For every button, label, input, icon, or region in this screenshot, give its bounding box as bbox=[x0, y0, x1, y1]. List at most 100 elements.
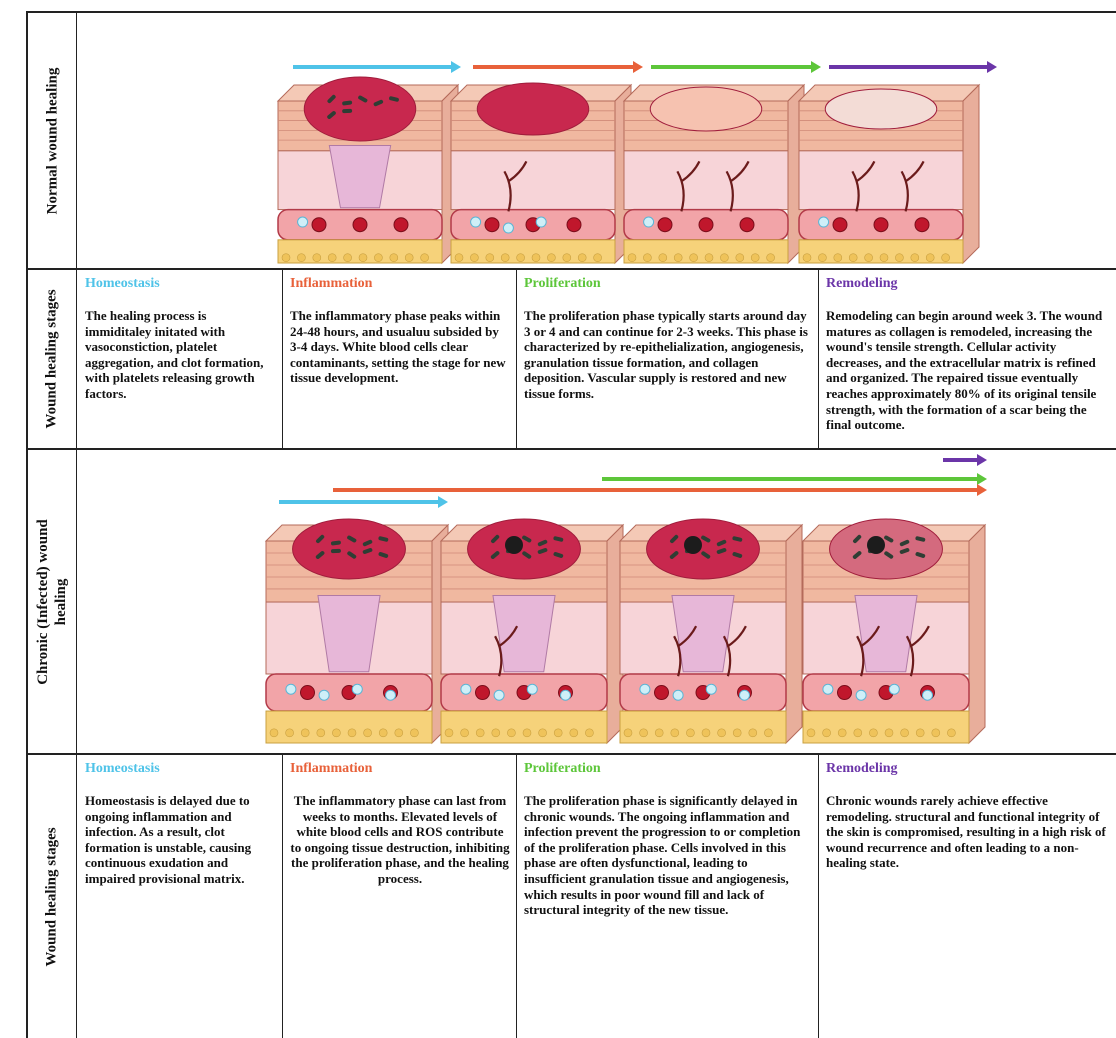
fat-cell bbox=[720, 254, 728, 262]
white-blood-cell bbox=[461, 684, 471, 694]
stages-label-text-2: Wound healing stages bbox=[43, 827, 61, 966]
fat-cell bbox=[501, 254, 509, 262]
fat-cell bbox=[374, 254, 382, 262]
dermis-layer bbox=[624, 151, 788, 210]
wound-area bbox=[293, 519, 406, 579]
stages-label-text-1: Wound healing stages bbox=[43, 289, 61, 428]
red-blood-cell bbox=[915, 218, 929, 232]
fat-cell bbox=[445, 729, 453, 737]
row-label-stages-1: Wound healing stages bbox=[28, 270, 76, 448]
fat-cell bbox=[507, 729, 515, 737]
white-blood-cell bbox=[286, 684, 296, 694]
normal-label-text: Normal wound healing bbox=[43, 67, 61, 214]
fat-cell bbox=[895, 254, 903, 262]
fat-cell bbox=[640, 729, 648, 737]
chronic-healing-svg bbox=[77, 450, 1116, 753]
dermis-layer bbox=[799, 151, 963, 210]
fat-cell bbox=[885, 729, 893, 737]
normal-healing-svg bbox=[77, 13, 1116, 268]
chronic-stage-inflammation: Inflammation The inflammatory phase can … bbox=[284, 755, 516, 1038]
white-blood-cell bbox=[494, 690, 504, 700]
stage-title-proliferation: Proliferation bbox=[524, 276, 812, 292]
fat-cell bbox=[911, 254, 919, 262]
chronic-block-proliferation bbox=[620, 519, 802, 743]
red-blood-cell bbox=[567, 218, 581, 232]
arrow-proliferation-head bbox=[977, 473, 987, 485]
normal-block-homeostasis bbox=[278, 77, 458, 263]
fat-cell bbox=[547, 254, 555, 262]
fat-cell bbox=[348, 729, 356, 737]
fat-cell bbox=[901, 729, 909, 737]
fat-cell bbox=[554, 729, 562, 737]
fat-cell bbox=[270, 729, 278, 737]
fat-cell bbox=[539, 729, 547, 737]
white-blood-cell bbox=[319, 690, 329, 700]
row-label-normal: Normal wound healing bbox=[28, 13, 76, 268]
bacteria bbox=[331, 549, 341, 554]
clot-region bbox=[318, 596, 380, 672]
white-blood-cell bbox=[503, 223, 513, 233]
stage-title-homeostasis: Homeostasis bbox=[85, 276, 276, 292]
arrow-remodeling-head bbox=[987, 61, 997, 73]
fat-cell bbox=[718, 729, 726, 737]
skin-side-face bbox=[786, 525, 802, 743]
fat-cell bbox=[690, 254, 698, 262]
chronic-block-remodeling bbox=[803, 519, 985, 743]
white-blood-cell bbox=[352, 684, 362, 694]
stage-divider-3b bbox=[818, 754, 819, 1038]
stage-title-proliferation: Proliferation bbox=[524, 761, 812, 777]
red-blood-cell bbox=[353, 218, 367, 232]
fat-cell bbox=[286, 729, 294, 737]
chronic-block-homeostasis bbox=[266, 519, 448, 743]
fat-cell bbox=[702, 729, 710, 737]
white-blood-cell bbox=[823, 684, 833, 694]
white-blood-cell bbox=[386, 690, 396, 700]
skin-side-face bbox=[963, 85, 979, 263]
wound-area bbox=[468, 519, 581, 579]
fat-cell bbox=[686, 729, 694, 737]
skin-side-face bbox=[969, 525, 985, 743]
fat-layer bbox=[266, 711, 432, 743]
stage-divider-2b bbox=[516, 754, 517, 1038]
stage-text: The inflammatory phase can last from wee… bbox=[290, 793, 510, 887]
chronic-block-inflammation bbox=[441, 519, 623, 743]
fat-cell bbox=[563, 254, 571, 262]
fat-cell bbox=[410, 729, 418, 737]
fat-cell bbox=[313, 254, 321, 262]
fat-cell bbox=[532, 254, 540, 262]
normal-stage-homeostasis: Homeostasis The healing process is immid… bbox=[79, 270, 282, 448]
fat-cell bbox=[476, 729, 484, 737]
stage-text: The healing process is immiditaley inita… bbox=[85, 308, 276, 402]
white-blood-cell bbox=[889, 684, 899, 694]
fat-cell bbox=[854, 729, 862, 737]
red-blood-cell bbox=[312, 218, 326, 232]
fat-cell bbox=[317, 729, 325, 737]
wound-area bbox=[647, 519, 760, 579]
red-blood-cell bbox=[833, 218, 847, 232]
stage-divider-2a bbox=[516, 269, 517, 449]
fat-cell bbox=[671, 729, 679, 737]
chronic-label-line1: Chronic (Infected) wound bbox=[34, 519, 52, 685]
normal-stage-remodeling: Remodeling Remodeling can begin around w… bbox=[820, 270, 1116, 448]
white-blood-cell bbox=[471, 217, 481, 227]
red-blood-cell bbox=[740, 218, 754, 232]
fat-cell bbox=[705, 254, 713, 262]
fat-cell bbox=[838, 729, 846, 737]
fat-cell bbox=[764, 729, 772, 737]
red-blood-cell bbox=[301, 686, 315, 700]
fat-cell bbox=[767, 254, 775, 262]
normal-block-proliferation bbox=[624, 85, 804, 263]
clot-region bbox=[329, 146, 390, 208]
red-blood-cell bbox=[838, 686, 852, 700]
white-blood-cell bbox=[298, 217, 308, 227]
stage-divider-1b bbox=[282, 754, 283, 1038]
chronic-label-text: Chronic (Infected) wound healing bbox=[34, 519, 70, 685]
fat-cell bbox=[834, 254, 842, 262]
fat-cell bbox=[517, 254, 525, 262]
fat-cell bbox=[297, 254, 305, 262]
white-blood-cell bbox=[923, 690, 933, 700]
fat-cell bbox=[364, 729, 372, 737]
red-blood-cell bbox=[394, 218, 408, 232]
fat-cell bbox=[932, 729, 940, 737]
biofilm-cluster bbox=[505, 536, 523, 554]
